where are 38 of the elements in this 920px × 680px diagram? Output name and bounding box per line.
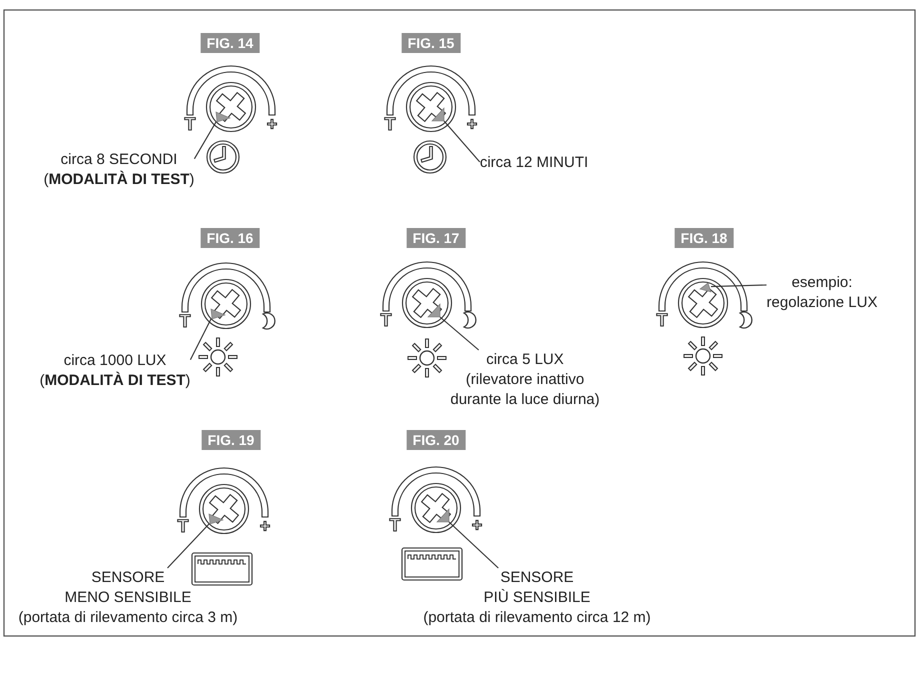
dial-mark-label: T	[180, 312, 190, 330]
figure-label: FIG. 17	[406, 228, 466, 248]
dial-mark-label: +	[472, 516, 482, 534]
pointer-triangle	[432, 108, 444, 121]
pointer-triangle	[209, 514, 223, 524]
dial-mark-label: T	[656, 311, 668, 329]
leader-line	[444, 120, 480, 162]
dial-mark-label: T	[390, 516, 400, 534]
dial-mark-label: T	[380, 311, 392, 329]
figure-label: FIG. 14	[200, 33, 260, 53]
pointer-triangle	[437, 509, 449, 522]
callout-text: esempio: regolazione LUX	[766, 273, 878, 313]
leader-line	[448, 522, 499, 568]
figure-label: FIG. 19	[202, 430, 260, 450]
dial-mark-label: +	[260, 517, 270, 535]
callout-text: circa 12 MINUTI	[480, 153, 588, 173]
pointer-triangle	[211, 309, 225, 319]
pointer-triangle	[700, 283, 711, 292]
figure-label: FIG. 15	[402, 33, 460, 53]
callout-text: SENSORE MENO SENSIBILE (portata di rilevamento circa 3 m)	[18, 568, 238, 628]
figure-label: FIG. 16	[200, 228, 260, 248]
figure-label: FIG. 18	[674, 228, 734, 248]
dial-mark-label: T	[178, 517, 188, 535]
dial-mark-label: T	[384, 115, 396, 133]
dial-mark-label: +	[466, 115, 478, 133]
callout-text: circa 1000 LUX (MODALITÀ DI TEST)	[40, 351, 190, 391]
callout-text: circa 8 SECONDI (MODALITÀ DI TEST)	[44, 150, 194, 190]
pointer-triangle	[428, 304, 440, 317]
dial-mark-label: +	[266, 115, 278, 133]
pointer-triangle	[216, 112, 230, 122]
callout-text: SENSORE PIÙ SENSIBILE (portata di rilevamento circa 12 m)	[423, 568, 651, 628]
leader-line	[190, 318, 212, 360]
leader-line	[194, 122, 216, 160]
dial-mark-label: T	[184, 115, 196, 133]
leader-line	[167, 524, 210, 568]
figure-label: FIG. 20	[406, 430, 466, 450]
callout-text: circa 5 LUX (rilevatore inattivo durante la luce diurna)	[450, 350, 600, 410]
leader-line	[440, 316, 480, 350]
